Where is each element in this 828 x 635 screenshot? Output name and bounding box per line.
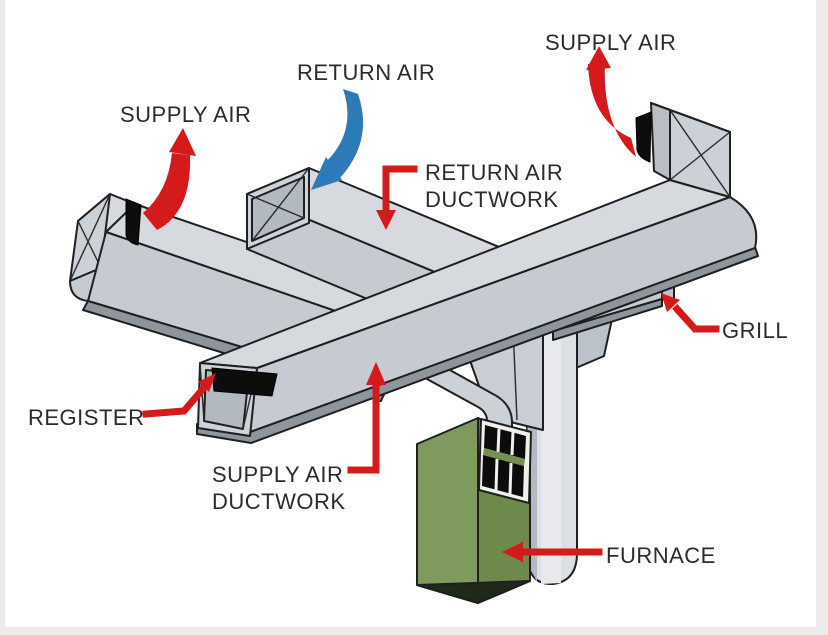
label-return-air: RETURN AIR (297, 60, 435, 85)
supply-ductwork-arrow (347, 379, 380, 474)
label-register: REGISTER (28, 405, 144, 430)
label-supply-air-ductwork-line1: SUPPLY AIR (212, 462, 343, 487)
label-return-air-ductwork-line1: RETURN AIR (425, 160, 563, 185)
furnace-bottom (416, 580, 531, 604)
supply-air-left-arrowhead (169, 128, 196, 156)
furnace (416, 417, 532, 604)
return-air-arrow (327, 89, 364, 178)
supply-register-right (635, 111, 652, 163)
supply-air-left-arrow (143, 153, 191, 230)
grill-arrowhead (661, 293, 680, 312)
label-supply-air-right: SUPPLY AIR (545, 30, 676, 55)
border-left (0, 0, 5, 635)
label-supply-air-ductwork-line2: DUCTWORK (212, 489, 346, 514)
register-black (211, 367, 278, 397)
register-arrow (142, 385, 207, 418)
furnace-arrowhead (502, 542, 523, 562)
labels: SUPPLY AIR RETURN AIR SUPPLY AIR RETURN … (28, 30, 788, 568)
return-ductwork-arrowhead (376, 210, 396, 230)
return-ductwork-arrow (382, 165, 418, 216)
register-arrowhead (198, 373, 216, 392)
grill-arrow (672, 304, 720, 333)
supply-air-right-arrowhead (586, 46, 611, 70)
label-furnace: FURNACE (606, 543, 716, 568)
furnace-grille (478, 418, 532, 504)
label-supply-air-left: SUPPLY AIR (120, 102, 251, 127)
label-return-air-ductwork-line2: DUCTWORK (425, 187, 559, 212)
return-drop-highlight (541, 303, 561, 584)
border-right (816, 0, 828, 635)
border-bottom (0, 627, 828, 635)
arrows (142, 46, 720, 562)
furnace-front-face (416, 417, 479, 604)
label-grill: GRILL (722, 318, 788, 343)
supply-register-left (125, 198, 142, 246)
return-air-arrowhead (311, 157, 342, 190)
supply-ductwork-arrowhead (366, 362, 386, 385)
supply-air-right-arrow (588, 62, 636, 157)
